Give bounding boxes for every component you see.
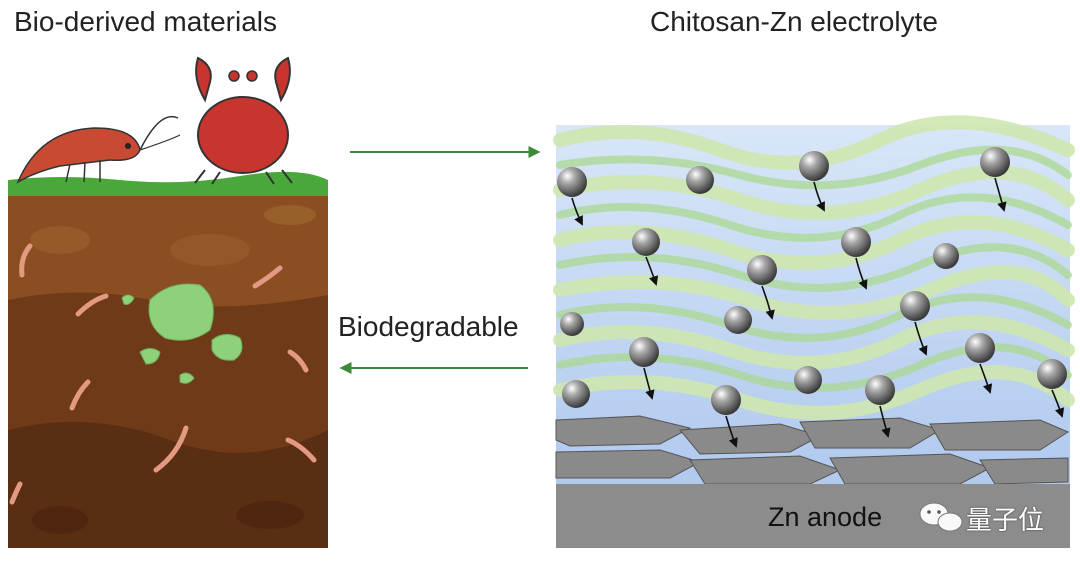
zinc-ion (900, 291, 930, 356)
zinc-ion (965, 333, 995, 394)
soil-panel (8, 193, 328, 548)
zinc-ion (799, 151, 829, 212)
zinc-ion (865, 375, 895, 438)
zinc-ion (747, 255, 777, 320)
zinc-ion (841, 227, 871, 290)
zinc-ion (980, 147, 1010, 212)
shrimp-icon (16, 116, 181, 184)
zinc-ion (686, 166, 714, 194)
zinc-ion (560, 312, 584, 336)
zn-anode-label: Zn anode (768, 502, 883, 532)
watermark-text: 量子位 (966, 505, 1045, 535)
worms (9, 243, 317, 505)
crab-icon (194, 56, 293, 185)
zinc-ions (557, 147, 1067, 448)
zinc-ion (629, 337, 659, 400)
zinc-ion (711, 385, 741, 448)
zinc-ion (794, 366, 822, 394)
zinc-ion (1037, 359, 1067, 418)
zinc-ion (933, 243, 959, 269)
zinc-ion (632, 228, 660, 286)
zinc-ion (562, 380, 590, 408)
grass-strip (8, 171, 328, 196)
biodegradable-label: Biodegradable (338, 311, 519, 342)
leaf-fragments (121, 283, 243, 384)
zn-anode (556, 484, 1070, 548)
left-panel-title: Bio-derived materials (14, 6, 277, 37)
wechat-icon (919, 502, 963, 532)
zinc-plates (555, 415, 1070, 485)
zinc-ion (724, 306, 752, 334)
zinc-ion (557, 167, 587, 226)
right-panel-title: Chitosan-Zn electrolyte (650, 6, 938, 37)
